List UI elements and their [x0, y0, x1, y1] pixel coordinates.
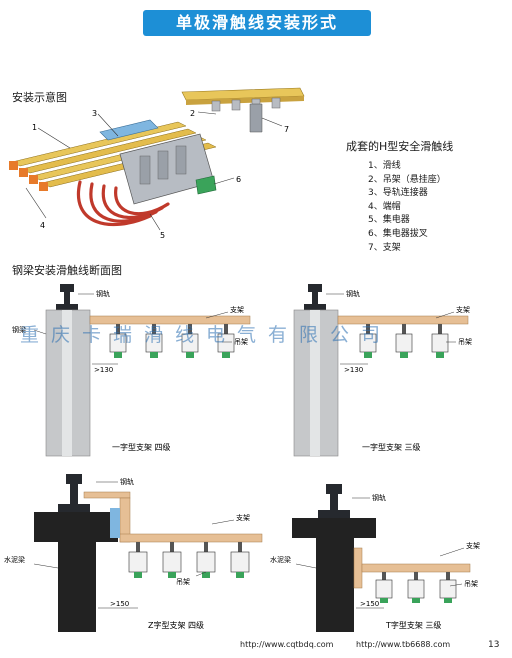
callout-5: 5 — [160, 231, 165, 240]
footer-url-2[interactable]: http://www.tb6688.com — [356, 640, 451, 649]
bracket-bar — [361, 563, 471, 573]
label-rail: 钢轨 — [120, 477, 134, 486]
page-number: 13 — [488, 640, 500, 650]
caption-d4: T字型支架 三级 — [385, 620, 441, 630]
caption-d1: 一字型支架 四级 — [112, 442, 171, 452]
hanger-set — [359, 324, 449, 358]
label-dim: >150 — [360, 600, 379, 608]
callout-7: 7 — [284, 125, 289, 134]
diagram-straight-3pole: 钢轨 支架 吊架 >130 一字型支架 三级 — [293, 284, 472, 457]
label-rail: 钢轨 — [346, 289, 360, 298]
label-dim: >130 — [94, 366, 113, 374]
label-dim: >150 — [110, 600, 129, 608]
legend-item: 7、支架 — [368, 242, 401, 253]
bracket-bar — [89, 315, 251, 325]
hanger-set — [375, 572, 457, 603]
legend-item: 1、滑线 — [368, 161, 401, 171]
callout-4: 4 — [40, 221, 45, 230]
callout-6: 6 — [236, 175, 241, 184]
concrete-beam — [58, 542, 96, 632]
legend-item: 3、导轨连接器 — [368, 188, 428, 199]
legend-list: 1、滑线 2、吊架（悬挂座） 3、导轨连接器 4、端帽 5、集电器 6、集电器拔… — [368, 160, 446, 255]
hanger-set — [109, 324, 235, 358]
section-heading: 钢梁安装滑触线断面图 — [12, 264, 122, 277]
label-steel-beam: 钢梁 — [12, 325, 26, 334]
installation-diagram: 1 2 3 4 5 6 7 — [9, 87, 305, 240]
callout-3: 3 — [92, 109, 97, 118]
diagram-t-3pole: 钢轨 支架 吊架 水泥梁 >150 T字型支架 三级 — [270, 484, 480, 632]
end-caps — [9, 161, 48, 191]
label-concrete-beam: 水泥梁 — [270, 555, 291, 564]
label-hanger: 吊架 — [176, 578, 190, 586]
label-hanger: 吊架 — [234, 338, 248, 346]
label-hanger: 吊架 — [464, 580, 478, 588]
callout-2: 2 — [190, 109, 195, 118]
caption-d2: 一字型支架 三级 — [362, 442, 421, 452]
footer-url-1[interactable]: http://www.cqtbdq.com — [240, 640, 334, 649]
banner-title: 单极滑触线安装形式 — [143, 10, 371, 36]
label-bracket: 支架 — [236, 513, 250, 522]
caption-d3: Z字型支架 四级 — [148, 620, 204, 630]
callout-1: 1 — [32, 123, 37, 132]
label-bracket: 支架 — [466, 541, 480, 550]
bracket-bar — [119, 533, 263, 543]
label-dim: >130 — [344, 366, 363, 374]
legend-title: 成套的H型安全滑触线 — [346, 140, 454, 153]
hanger-set — [128, 542, 250, 578]
legend-item: 2、吊架（悬挂座） — [368, 174, 446, 185]
support-bracket — [249, 103, 263, 133]
install-heading: 安装示意图 — [12, 91, 67, 104]
label-hanger: 吊架 — [458, 338, 472, 346]
rail-connector — [99, 119, 159, 141]
legend-item: 6、集电器拔叉 — [368, 228, 428, 239]
label-rail: 钢轨 — [96, 289, 110, 298]
diagram-straight-4pole: 钢轨 钢梁 支架 吊架 >130 一字型支架 四级 — [12, 284, 251, 457]
label-rail: 钢轨 — [372, 493, 386, 502]
legend-item: 4、端帽 — [368, 201, 401, 212]
concrete-beam — [316, 538, 354, 632]
legend-item: 5、集电器 — [368, 215, 410, 226]
watermark: 重庆卡瑞滑线电气有限公司 — [20, 324, 393, 346]
diagram-z-4pole: 钢轨 支架 吊架 水泥梁 >150 Z字型支架 四级 — [4, 474, 263, 632]
collector-fork — [195, 175, 217, 195]
label-concrete-beam: 水泥梁 — [4, 555, 25, 564]
label-bracket: 支架 — [230, 305, 244, 314]
label-bracket: 支架 — [456, 305, 470, 314]
cables — [76, 180, 170, 227]
